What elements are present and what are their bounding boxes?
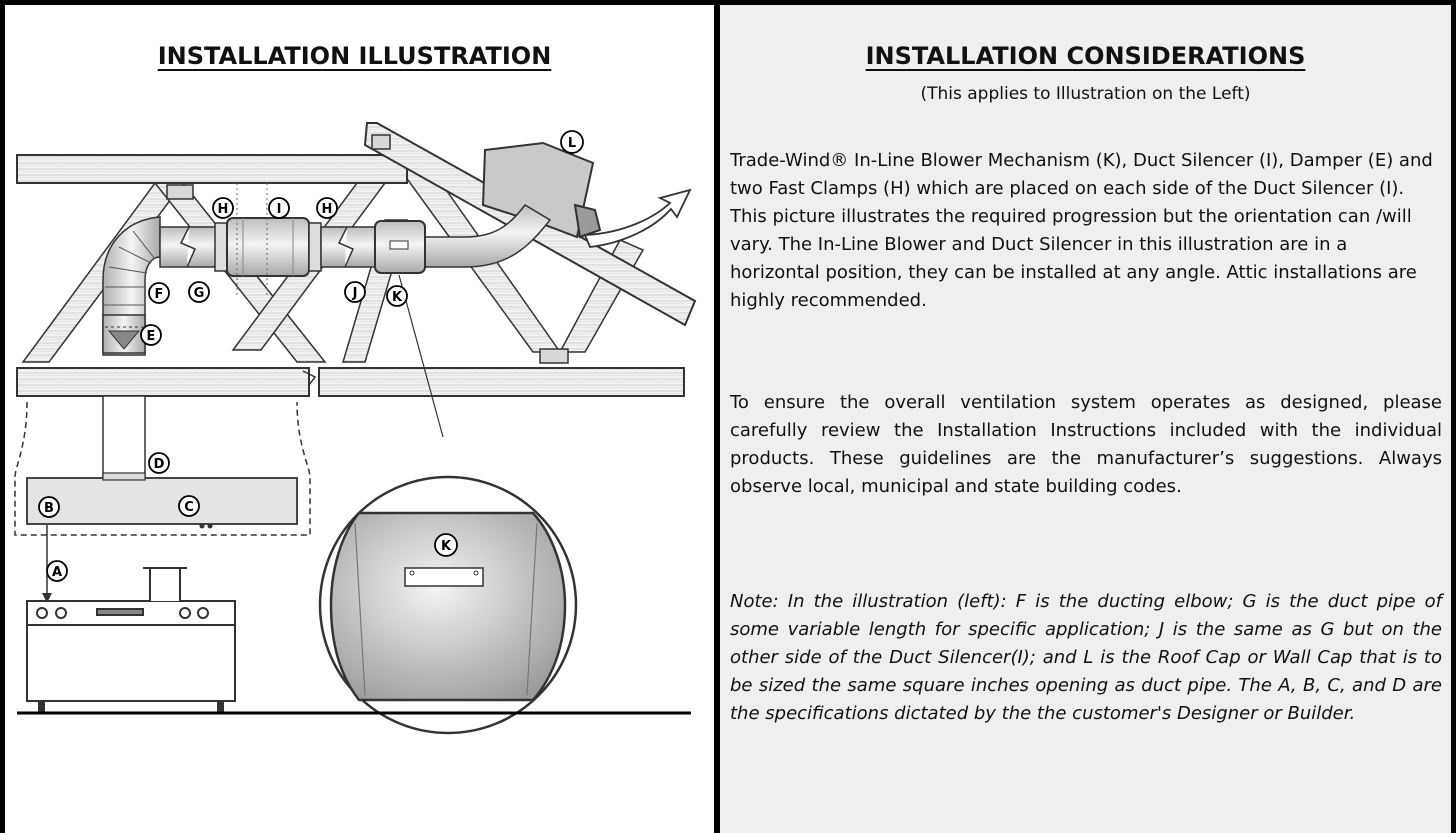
callout-f: F	[155, 287, 164, 302]
callout-e: E	[147, 329, 156, 344]
callout-b: B	[44, 501, 54, 516]
considerations-subheading: (This applies to Illustration on the Lef…	[920, 84, 1251, 104]
callout-h-right: H	[322, 202, 333, 217]
range-hood	[26, 477, 298, 525]
callout-g: G	[194, 286, 205, 301]
installation-illustration: A B C D E F G H I H J K L K	[14, 122, 697, 735]
considerations-paragraph-1: Trade-Wind® In-Line Blower Mechanism (K)…	[730, 150, 1433, 311]
roof-cap	[481, 141, 602, 239]
callout-labels	[38, 130, 584, 582]
callout-l: L	[568, 136, 576, 151]
callout-k: K	[392, 290, 403, 305]
callout-h-left: H	[218, 202, 229, 217]
hood-dashed-outline	[14, 401, 311, 536]
considerations-panel: INSTALLATION CONSIDERATIONS (This applie…	[720, 5, 1451, 833]
exhaust-arrow	[583, 188, 692, 248]
considerations-heading: INSTALLATION CONSIDERATIONS	[865, 42, 1306, 70]
duct-silencer	[226, 217, 310, 277]
illustration-panel: INSTALLATION ILLUSTRATION	[5, 5, 714, 833]
panel-divider	[714, 5, 720, 833]
callout-k-detail: K	[441, 539, 452, 554]
callout-a: A	[52, 565, 62, 580]
considerations-note: Note: In the illustration (left): F is t…	[730, 591, 1442, 724]
blower-detail	[329, 511, 567, 702]
callout-c: C	[184, 500, 194, 515]
bottom-chord	[16, 367, 685, 397]
illustration-heading: INSTALLATION ILLUSTRATION	[157, 42, 552, 70]
duct-to-roof	[399, 204, 552, 268]
callout-d: D	[154, 457, 165, 472]
top-chord	[16, 154, 408, 184]
callout-i: I	[277, 202, 282, 217]
stove	[26, 567, 236, 712]
callout-j: J	[352, 286, 358, 301]
considerations-paragraph-2: To ensure the overall ventilation system…	[730, 392, 1442, 497]
